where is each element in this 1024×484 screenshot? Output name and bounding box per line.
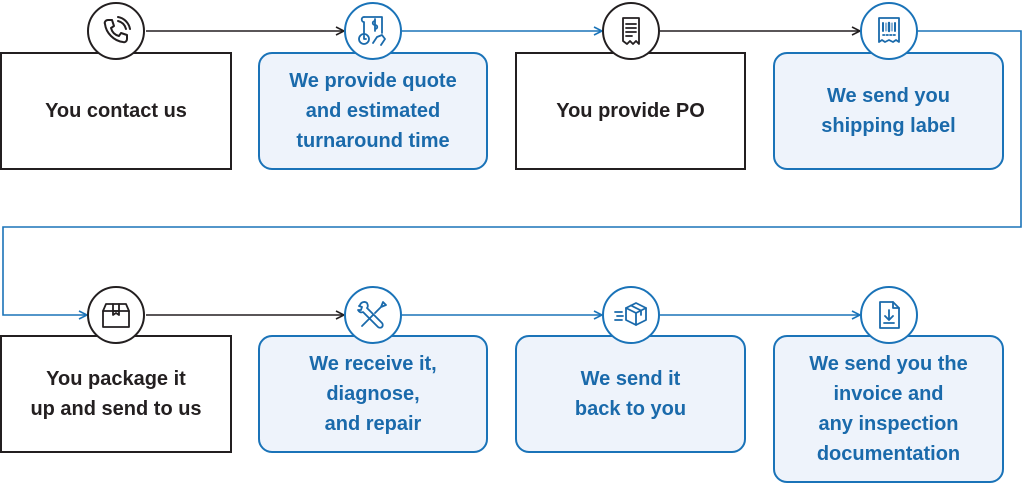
step-icon-po [602,2,660,60]
package-box-icon [102,303,130,328]
step-box-invoice: We send you the invoice and any inspecti… [773,335,1004,483]
step-box-po: You provide PO [515,52,746,170]
step-icon-contact [87,2,145,60]
step-icon-quote [344,2,402,60]
step-icon-repair [344,286,402,344]
arrow-4-5 [2,30,1022,315]
step-icon-shipping-label [860,2,918,60]
step-icon-package [87,286,145,344]
step-box-shipping-label: We send you shipping label [773,52,1004,170]
document-download-icon [879,301,900,329]
step-box-repair: We receive it, diagnose, and repair [258,335,488,453]
quote-invoice-icon [358,16,386,46]
receipt-icon [622,17,640,45]
step-label: We send it back to you [574,368,687,420]
delivery-box-icon [614,302,647,326]
step-label: You provide PO [556,100,705,122]
step-icon-invoice [860,286,918,344]
step-box-package: You package it up and send to us [0,335,232,453]
step-label: We provide quote and estimated turnaroun… [289,70,457,152]
step-box-quote: We provide quote and estimated turnaroun… [258,52,488,170]
step-label: We send you shipping label [821,85,956,137]
step-label: We send you the invoice and any inspecti… [809,353,968,465]
barcode-label-icon [878,17,900,43]
step-icon-return [602,286,660,344]
step-label: You contact us [45,100,187,122]
phone-icon [103,16,131,44]
step-box-return: We send it back to you [515,335,746,453]
step-box-contact: You contact us [0,52,232,170]
step-label: We receive it, diagnose, and repair [309,353,437,435]
step-label: You package it up and send to us [30,368,202,420]
wrench-screwdriver-icon [357,301,387,329]
